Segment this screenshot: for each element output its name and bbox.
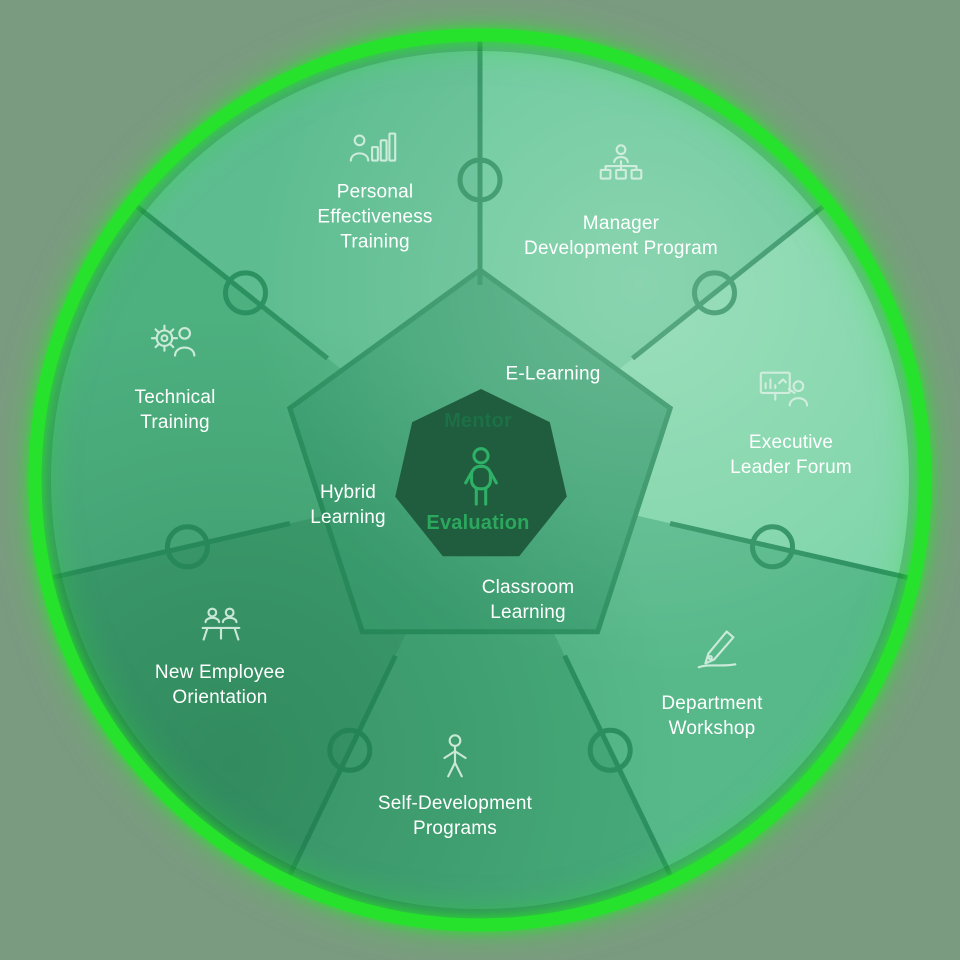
pen-icon	[690, 619, 744, 673]
center-label-mentor: Mentor	[444, 409, 512, 432]
sector-label-self-development: Self-Development Programs	[377, 792, 533, 839]
meeting-icon	[194, 600, 248, 654]
presentation-icon	[756, 364, 810, 418]
gear-person-icon	[149, 317, 203, 371]
sector-label-personal-effectiveness: Personal Effectiveness Training	[317, 181, 433, 253]
inner-label-e-learning: E-Learning	[505, 363, 601, 385]
org-chart-icon	[594, 140, 648, 194]
growth-person-icon	[428, 730, 482, 784]
sector-label-manager-development: Manager Development Program	[524, 212, 718, 259]
sector-label-executive-leader-forum: Executive Leader Forum	[730, 431, 852, 478]
sector-label-department-workshop: Department Workshop	[661, 692, 763, 739]
person-icon	[448, 444, 514, 510]
sector-label-new-employee-orientation: New Employee Orientation	[154, 661, 286, 708]
inner-rim	[41, 41, 919, 919]
inner-label-classroom-learning: Classroom Learning	[481, 576, 575, 623]
center-heptagon	[395, 389, 567, 557]
person-bar-chart-icon	[347, 123, 401, 177]
sector-label-technical-training: Technical Training	[134, 386, 216, 433]
neon-outer-ring	[28, 28, 932, 932]
center-label-evaluation: Evaluation	[426, 511, 530, 534]
inner-label-hybrid-learning: Hybrid Learning	[310, 481, 386, 528]
